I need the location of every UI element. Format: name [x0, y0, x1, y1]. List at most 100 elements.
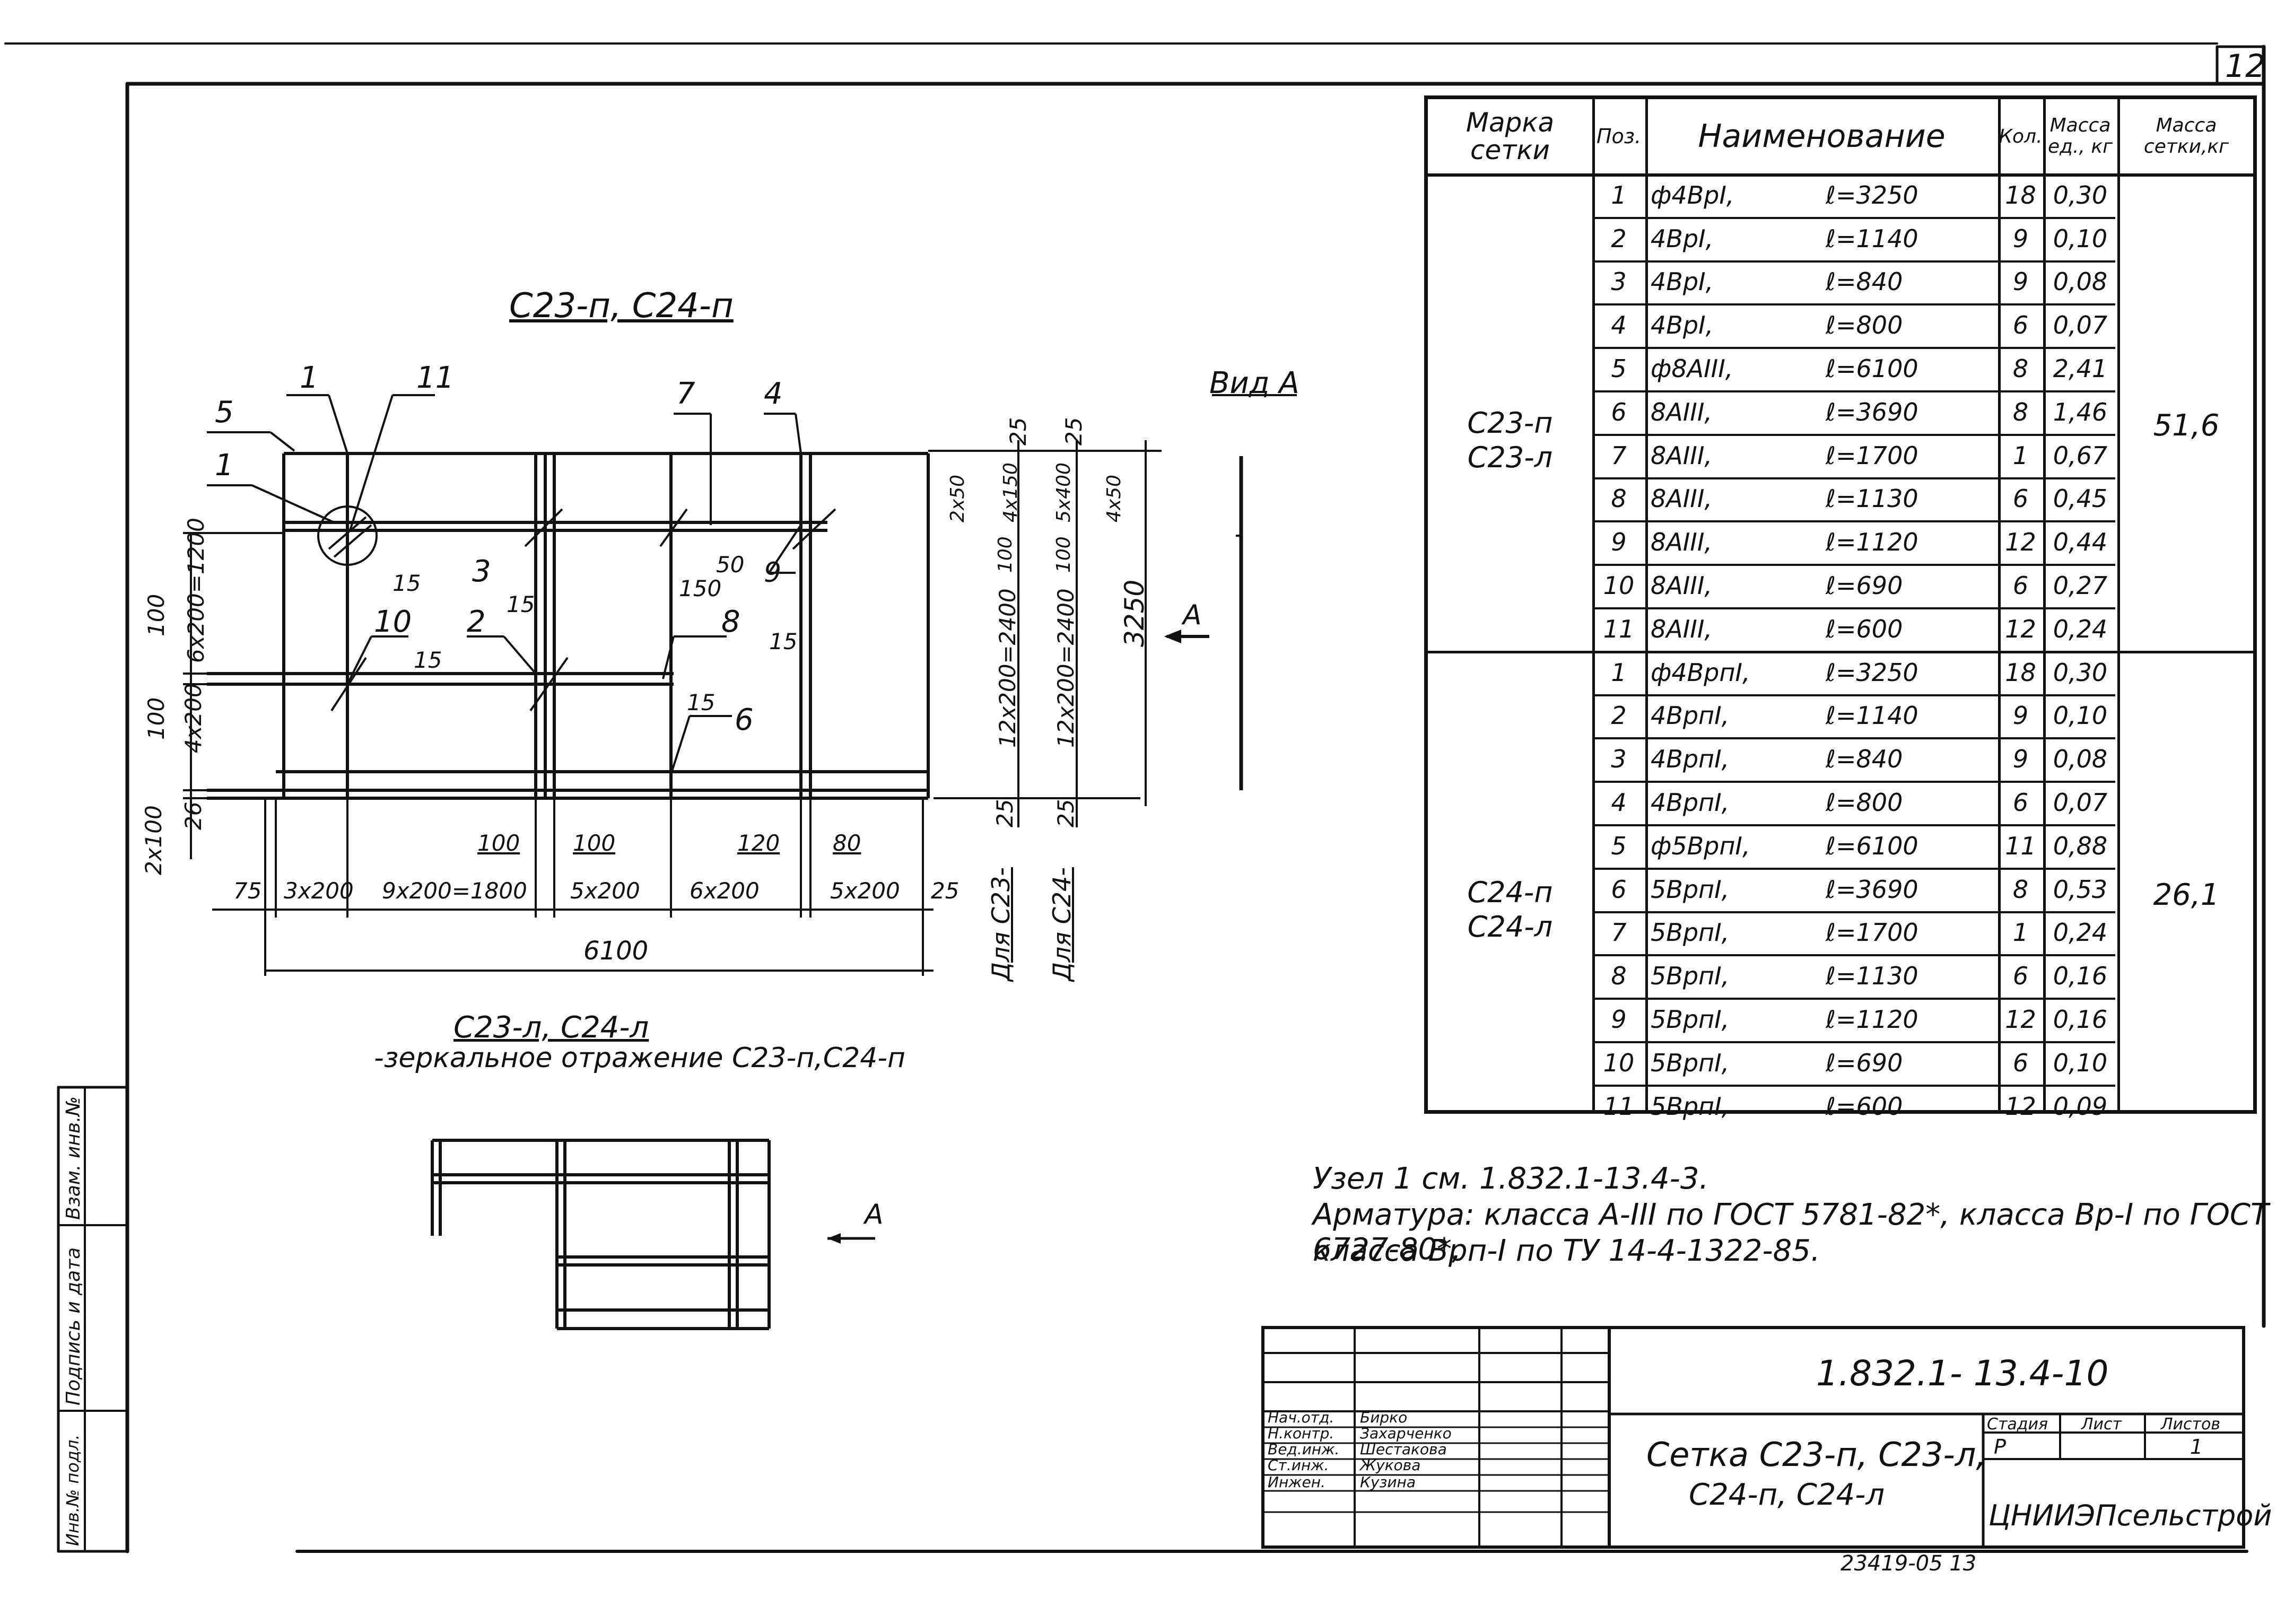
- row-mass: 0,07: [2053, 311, 2108, 340]
- row-divider: [1592, 520, 2115, 523]
- row-mass: 0,16: [2053, 1005, 2108, 1034]
- row-qty: 6: [2012, 962, 2029, 991]
- row-mass: 0,27: [2053, 571, 2108, 600]
- note-line-1: Узел 1 см. 1.832.1-13.4-3.: [1313, 1162, 1709, 1196]
- note-line-3: класса Врп-I по ТУ 14-4-1322-85.: [1313, 1234, 1820, 1268]
- dim-label: 150: [679, 575, 722, 601]
- pos-label: 11: [416, 361, 455, 395]
- row-length: ℓ=1120: [1826, 528, 1918, 557]
- pos-label: 3: [472, 554, 491, 589]
- row-divider: [1592, 954, 2115, 957]
- dim-label: 100: [143, 697, 169, 740]
- dim-label: 25: [992, 799, 1018, 827]
- row-divider: [1592, 998, 2115, 1000]
- role-title: Ст.инж.: [1268, 1456, 1329, 1474]
- row-mass: 0,53: [2053, 875, 2108, 904]
- dim-label: 15: [414, 647, 442, 673]
- row-qty: 11: [2005, 831, 2036, 860]
- row-mass: 0,09: [2053, 1092, 2108, 1121]
- dim-label: 12x200=2400: [995, 588, 1020, 748]
- mirror-arrow-label: А: [865, 1199, 884, 1230]
- row-name: 8АIII,: [1651, 397, 1713, 426]
- row-divider: [1592, 1041, 2115, 1043]
- row-mass: 0,08: [2053, 745, 2108, 774]
- dim-label: 100: [573, 830, 616, 856]
- role-person: Жукова: [1360, 1456, 1421, 1474]
- pos-label: 1: [300, 361, 319, 395]
- row-pos: 4: [1611, 788, 1627, 817]
- row-pos: 5: [1611, 354, 1627, 383]
- row-name: 4ВрпI,: [1651, 788, 1730, 817]
- row-mass: 0,07: [2053, 788, 2108, 817]
- row-pos: 4: [1611, 311, 1627, 340]
- dim-label: 2x100: [141, 805, 167, 875]
- row-mass: 1,46: [2053, 397, 2108, 426]
- doc-name-1: Сетка С23-п, С23-л,: [1646, 1435, 1987, 1474]
- sheets-label: Листов: [2161, 1415, 2221, 1434]
- sheet-label: Лист: [2081, 1415, 2122, 1434]
- row-name: ф4ВрпI,: [1651, 658, 1750, 687]
- row-mass: 0,24: [2053, 614, 2108, 643]
- role-title: Нач.отд.: [1268, 1409, 1334, 1426]
- dim-label: 100: [143, 593, 169, 636]
- pos-label: 9: [764, 557, 782, 589]
- role-person: Шестакова: [1360, 1440, 1447, 1458]
- dim-label: 3250: [1119, 579, 1150, 647]
- sheet-number: 12: [2225, 48, 2266, 85]
- row-length: ℓ=1700: [1826, 918, 1918, 947]
- row-pos: 8: [1611, 484, 1627, 513]
- row-name: 4ВрI,: [1651, 224, 1714, 253]
- row-mass: 0,16: [2053, 962, 2108, 991]
- title-block-grid: [1264, 1329, 2242, 1546]
- row-divider: [1592, 477, 2115, 479]
- row-qty: 12: [2005, 614, 2036, 643]
- row-name: ф4ВрI,: [1651, 180, 1734, 209]
- row-mass: 0,24: [2053, 918, 2108, 947]
- doc-code: 1.832.1- 13.4-10: [1816, 1353, 2109, 1394]
- pos-label: 4: [764, 377, 783, 411]
- row-length: ℓ=1120: [1826, 1005, 1918, 1034]
- row-divider: [1592, 347, 2115, 350]
- stamp-replace-inv: Взам. инв.№: [63, 1096, 84, 1220]
- role-title: Н.контр.: [1268, 1425, 1334, 1442]
- row-name: ф8АIII,: [1651, 354, 1733, 383]
- row-qty: 8: [2012, 875, 2029, 904]
- row-name: 4ВрI,: [1651, 267, 1714, 296]
- dim-label: 25: [1053, 799, 1079, 827]
- stamp-original-inv: Инв.№ подл.: [63, 1434, 83, 1546]
- mark-text: С23-л: [1467, 440, 1553, 474]
- row-pos: 11: [1603, 614, 1635, 643]
- row-length: ℓ=1140: [1826, 701, 1918, 730]
- row-divider: [1592, 216, 2115, 219]
- role-person: Бирко: [1360, 1409, 1408, 1426]
- dim-label: 120: [737, 830, 780, 856]
- row-qty: 6: [2012, 788, 2029, 817]
- row-pos: 7: [1611, 441, 1627, 470]
- row-mass: 0,10: [2053, 701, 2108, 730]
- row-length: ℓ=600: [1826, 614, 1903, 643]
- dim-label: 3x200: [284, 878, 354, 904]
- row-name: 5ВрпI,: [1651, 962, 1730, 991]
- row-divider: [1592, 303, 2115, 306]
- mirror-schematic: [431, 1139, 875, 1330]
- header-mesh-mass: Масса сетки,кг: [2143, 115, 2229, 158]
- row-name: 5ВрпI,: [1651, 875, 1730, 904]
- mesh-plan: [207, 452, 930, 800]
- header-unit-mass: Масса ед., кг: [2047, 115, 2113, 158]
- row-pos: 11: [1603, 1092, 1635, 1121]
- dim-label: 100: [1053, 536, 1075, 573]
- row-qty: 9: [2012, 745, 2029, 774]
- dim-label: 4x50: [1103, 474, 1125, 522]
- row-name: 8АIII,: [1651, 528, 1713, 557]
- row-qty: 9: [2012, 701, 2029, 730]
- dim-label: 25: [1061, 417, 1087, 446]
- header-mark: Марка сетки: [1428, 99, 1592, 173]
- stamp-sign-date: Подпись и дата: [63, 1247, 84, 1405]
- row-qty: 1: [2012, 441, 2029, 470]
- dim-label: 25: [931, 878, 960, 904]
- view-a-label: Вид А: [1209, 366, 1299, 400]
- row-divider: [1592, 781, 2115, 783]
- row-mass: 0,45: [2053, 484, 2108, 513]
- row-name: 4ВрI,: [1651, 311, 1714, 340]
